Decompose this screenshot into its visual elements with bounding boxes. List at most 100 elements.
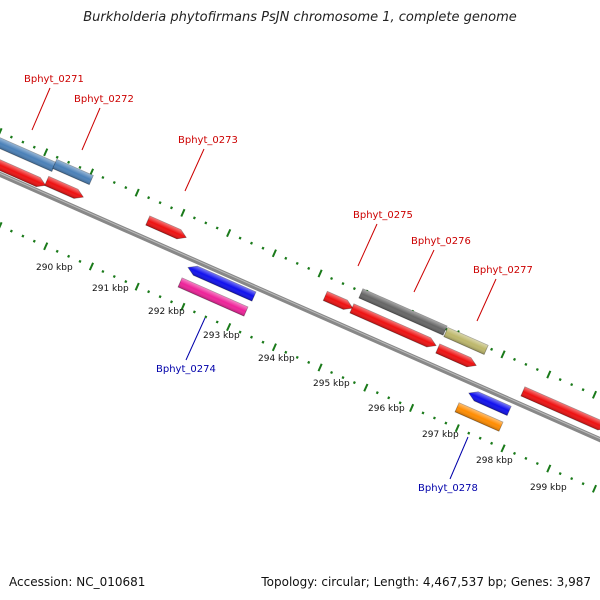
kbp-label-290: 290 kbp bbox=[36, 263, 73, 273]
gene-arrow-blue-b[interactable] bbox=[467, 389, 512, 416]
gene-label-bphyt-0271[interactable]: Bphyt_0271 bbox=[24, 74, 84, 85]
ruler-outer-minor-tick bbox=[581, 388, 585, 392]
leader-bphyt-0271 bbox=[31, 87, 51, 131]
gene-arrow-blue-a[interactable] bbox=[186, 263, 257, 302]
leader-bphyt-0278 bbox=[449, 436, 469, 480]
leader-bphyt-0274 bbox=[185, 317, 206, 361]
ruler-inner-minor-tick bbox=[112, 274, 116, 279]
label-leaders bbox=[31, 87, 497, 480]
gene-arrow-red-d[interactable] bbox=[322, 290, 354, 312]
ruler-inner-major-tick bbox=[546, 464, 552, 473]
ruler-inner-minor-tick bbox=[524, 456, 528, 460]
kbp-label-296: 296 kbp bbox=[368, 404, 405, 414]
gene-arrow-red-f[interactable] bbox=[435, 343, 478, 370]
ruler-inner-major-tick bbox=[409, 403, 415, 412]
ruler-outer-major-tick bbox=[0, 127, 3, 135]
ruler-inner-minor-tick bbox=[284, 350, 288, 354]
ruler-outer-minor-tick bbox=[192, 216, 196, 220]
genome-summary-text: Topology: circular; Length: 4,467,537 bp… bbox=[261, 575, 591, 589]
ruler-outer-major-tick bbox=[500, 350, 506, 359]
ruler-outer-minor-tick bbox=[352, 287, 356, 291]
leader-bphyt-0273 bbox=[184, 148, 205, 192]
ruler-outer-minor-tick bbox=[512, 357, 517, 361]
gene-label-bphyt-0278[interactable]: Bphyt_0278 bbox=[418, 483, 478, 494]
ruler-outer-major-tick bbox=[271, 249, 277, 258]
gene-label-bphyt-0274[interactable]: Bphyt_0274 bbox=[156, 364, 216, 375]
ruler-outer-minor-tick bbox=[124, 186, 128, 190]
gene-label-bphyt-0276[interactable]: Bphyt_0276 bbox=[411, 236, 471, 247]
ruler-inner-major-tick bbox=[363, 383, 369, 392]
gene-arrow-magenta[interactable] bbox=[177, 277, 249, 317]
ruler-inner-major-tick bbox=[271, 343, 277, 352]
kbp-label-292: 292 kbp bbox=[148, 307, 185, 317]
ruler-outer-minor-tick bbox=[284, 256, 288, 260]
gene-arrow-steel-1[interactable] bbox=[0, 131, 57, 173]
ruler-outer-major-tick bbox=[546, 370, 552, 379]
ruler-inner-minor-tick bbox=[330, 370, 334, 375]
ruler-inner-minor-tick bbox=[352, 381, 356, 385]
ruler-inner-minor-tick bbox=[204, 315, 208, 319]
leader-bphyt-0275 bbox=[357, 223, 378, 267]
ruler-outer-minor-tick bbox=[169, 206, 174, 210]
ruler-inner-minor-tick bbox=[490, 441, 494, 445]
ruler-outer-major-tick bbox=[134, 188, 140, 197]
ruler-outer-minor-tick bbox=[78, 165, 82, 169]
ruler-outer-minor-tick bbox=[490, 347, 494, 351]
ruler-inner-major-tick bbox=[180, 302, 186, 311]
ruler-inner-minor-tick bbox=[78, 259, 82, 263]
ruler-inner-major-tick bbox=[500, 444, 506, 453]
ruler-outer-major-tick bbox=[591, 390, 598, 399]
ruler-inner-minor-tick bbox=[67, 254, 71, 258]
ruler-inner-minor-tick bbox=[375, 391, 379, 395]
ruler-inner-minor-tick bbox=[307, 360, 311, 364]
ruler-outer-major-tick bbox=[226, 228, 232, 238]
ruler-outer-minor-tick bbox=[32, 145, 36, 149]
ruler-inner-minor-tick bbox=[558, 472, 562, 476]
ruler-inner-major-tick bbox=[591, 484, 598, 493]
gene-arrow-red-a[interactable] bbox=[0, 157, 48, 190]
gene-label-bphyt-0273[interactable]: Bphyt_0273 bbox=[178, 135, 238, 146]
gene-arrow-orange[interactable] bbox=[454, 402, 504, 432]
gene-arrow-gray[interactable] bbox=[358, 288, 448, 336]
ruler-inner-major-tick bbox=[43, 242, 49, 251]
ruler-inner-minor-tick bbox=[215, 320, 219, 324]
gene-arrow-khaki[interactable] bbox=[443, 327, 489, 355]
ruler-outer-minor-tick bbox=[158, 201, 162, 205]
ruler-outer-major-tick bbox=[317, 269, 323, 278]
chromosome-backbone-highlight bbox=[0, 172, 600, 440]
ruler-inner-minor-tick bbox=[192, 310, 196, 314]
ruler-inner-minor-tick bbox=[581, 482, 585, 486]
ruler-inner-minor-tick bbox=[512, 451, 517, 455]
ruler-outer-minor-tick bbox=[444, 327, 448, 331]
kbp-label-291: 291 kbp bbox=[92, 284, 129, 294]
gene-arrow-red-b[interactable] bbox=[44, 175, 86, 201]
ruler-outer-minor-tick bbox=[101, 175, 105, 180]
ruler-inner-minor-tick bbox=[124, 280, 128, 284]
ruler-inner-minor-tick bbox=[478, 436, 482, 440]
ruler-inner-minor-tick bbox=[9, 229, 13, 233]
gene-features bbox=[0, 131, 600, 433]
gene-arrow-red-g[interactable] bbox=[520, 386, 600, 433]
gene-arrow-steel-2[interactable] bbox=[52, 158, 94, 186]
ruler-inner-minor-tick bbox=[432, 416, 436, 420]
gene-label-bphyt-0272[interactable]: Bphyt_0272 bbox=[74, 94, 134, 105]
ruler-inner-major-tick bbox=[454, 424, 460, 433]
ruler-inner-minor-tick bbox=[398, 401, 402, 405]
ruler-outer-minor-tick bbox=[558, 378, 562, 382]
ruler-inner-minor-tick bbox=[444, 421, 448, 425]
leader-bphyt-0272 bbox=[81, 107, 101, 151]
ruler-outer-minor-tick bbox=[261, 246, 265, 250]
kbp-label-293: 293 kbp bbox=[203, 331, 240, 341]
ruler-inner-minor-tick bbox=[467, 431, 471, 435]
ruler-inner-minor-tick bbox=[535, 461, 539, 466]
ruler-outer-minor-tick bbox=[55, 155, 59, 159]
gene-label-bphyt-0275[interactable]: Bphyt_0275 bbox=[353, 210, 413, 221]
ruler-inner-minor-tick bbox=[570, 477, 574, 481]
gene-arrow-red-c[interactable] bbox=[145, 215, 188, 242]
ruler-inner-minor-tick bbox=[261, 340, 265, 344]
ruler-inner-minor-tick bbox=[387, 396, 391, 400]
accession-text: Accession: NC_010681 bbox=[9, 575, 146, 589]
gene-label-bphyt-0277[interactable]: Bphyt_0277 bbox=[473, 265, 533, 276]
ruler-inner-minor-tick bbox=[249, 335, 254, 339]
gene-arrow-red-e[interactable] bbox=[349, 303, 438, 350]
